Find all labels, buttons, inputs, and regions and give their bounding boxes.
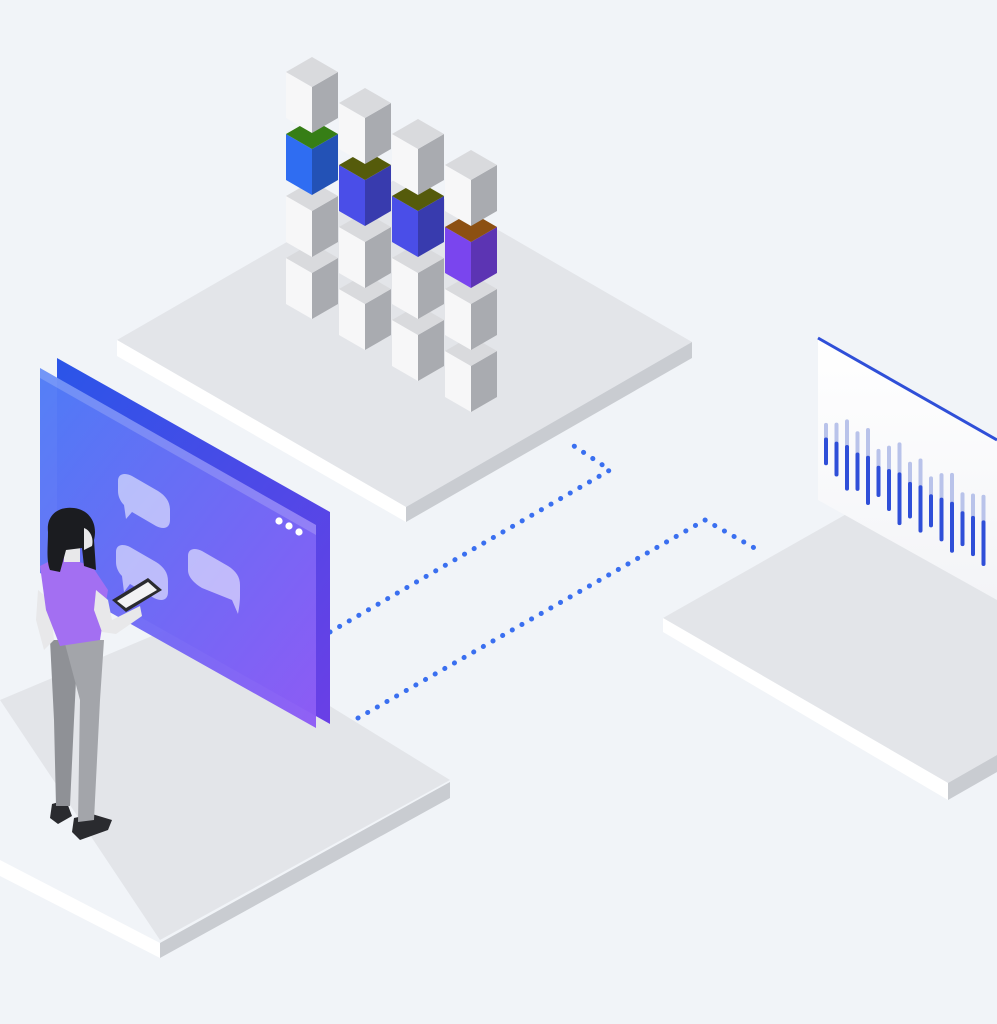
tablet-icon (112, 578, 162, 612)
chart-panel (817, 336, 997, 600)
cube (286, 57, 338, 133)
arm-front (94, 590, 142, 634)
cube (445, 336, 497, 412)
cube (339, 88, 391, 164)
connector-top (327, 439, 615, 635)
cube (339, 212, 391, 288)
cube (392, 119, 444, 195)
platform-analytics (663, 495, 997, 800)
cube (392, 305, 444, 381)
ellipsis-icon (275, 517, 303, 536)
platform-workstation (0, 620, 450, 958)
hair (47, 507, 96, 572)
shirt (40, 556, 108, 646)
screen-front (40, 368, 316, 728)
highlighted-cube (445, 212, 497, 288)
cube (392, 243, 444, 319)
chat-screen (40, 358, 330, 728)
cube (286, 181, 338, 257)
highlighted-cube (286, 119, 338, 195)
bar-chart-icon (824, 419, 986, 566)
leg-right (64, 640, 104, 822)
cube-grid (286, 57, 497, 412)
cube (339, 274, 391, 350)
highlighted-cube (339, 150, 391, 226)
face (84, 528, 93, 550)
person-with-tablet (36, 507, 162, 840)
connector-bottom (355, 517, 761, 721)
chat-bubble-icon (118, 473, 170, 528)
highlighted-cube (392, 181, 444, 257)
chat-bubble-icon (188, 548, 240, 614)
cube (286, 243, 338, 319)
cube (445, 274, 497, 350)
leg-left (50, 640, 78, 806)
cube (445, 150, 497, 226)
connector-lines (327, 439, 761, 721)
